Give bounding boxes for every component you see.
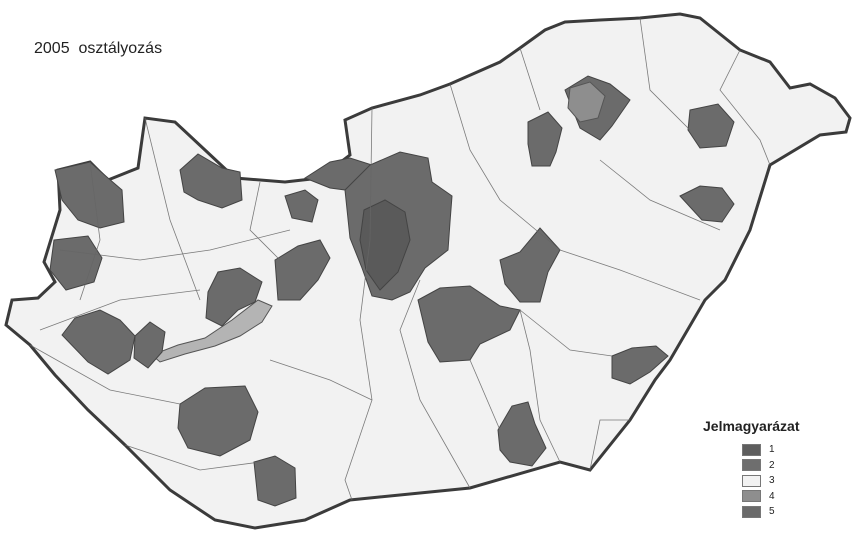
region-heves [527, 111, 563, 167]
region-kecskemet [417, 285, 521, 363]
legend: Jelmagyarázat 1 2 3 4 5 [703, 418, 843, 520]
district-line-14 [469, 359, 501, 431]
district-line-12 [559, 249, 701, 301]
region-baranya [253, 455, 297, 507]
legend-swatch [742, 490, 761, 503]
legend-label: 3 [769, 475, 775, 487]
legend-item: 5 [742, 504, 843, 520]
district-line-5 [29, 344, 181, 405]
legend-swatch [742, 459, 761, 472]
legend-swatch [742, 505, 761, 518]
region-szigetkoz [179, 153, 243, 209]
district-line-2 [144, 117, 201, 301]
region-somogy [177, 385, 259, 457]
district-line-9 [519, 47, 541, 111]
district-line-11 [599, 159, 721, 231]
legend-swatch [742, 474, 761, 487]
region-veszprem [205, 267, 263, 327]
legend-swatch [742, 443, 761, 456]
district-line-1 [344, 107, 373, 501]
region-hajdu [679, 185, 735, 223]
district-line-6 [124, 444, 261, 471]
legend-label: 1 [769, 444, 775, 456]
region-tokaj [687, 103, 735, 149]
legend-label: 5 [769, 506, 775, 518]
lake-balaton [151, 299, 273, 363]
district-line-7 [269, 359, 373, 401]
region-bekes [611, 345, 669, 385]
district-line-20 [79, 161, 101, 301]
region-szeged [497, 401, 547, 467]
district-line-10 [639, 17, 691, 131]
map-title: 2005 osztályozás [34, 40, 163, 57]
region-szolnok [499, 227, 561, 303]
district-line-17 [719, 49, 771, 166]
legend-item: 3 [742, 473, 843, 489]
district-line-8 [449, 83, 561, 251]
district-line-16 [399, 279, 471, 489]
legend-title: Jelmagyarázat [703, 418, 800, 434]
district-line-18 [589, 419, 630, 471]
legend-label: 4 [769, 490, 775, 502]
legend-item: 4 [742, 489, 843, 505]
legend-item: 2 [742, 458, 843, 474]
district-line-4 [39, 289, 201, 331]
region-nw-border [54, 161, 125, 229]
district-line-19 [249, 181, 281, 261]
district-line-15 [519, 309, 561, 463]
district-line-13 [519, 309, 613, 357]
region-zala-lake [133, 321, 166, 369]
legend-item: 1 [742, 442, 843, 458]
region-tata [274, 239, 331, 301]
region-class4-north [567, 81, 606, 123]
region-budapest-east [359, 199, 411, 291]
legend-label: 2 [769, 459, 775, 471]
district-line-3 [59, 229, 291, 261]
region-gyor-east [284, 189, 319, 223]
region-west-1 [49, 235, 103, 291]
